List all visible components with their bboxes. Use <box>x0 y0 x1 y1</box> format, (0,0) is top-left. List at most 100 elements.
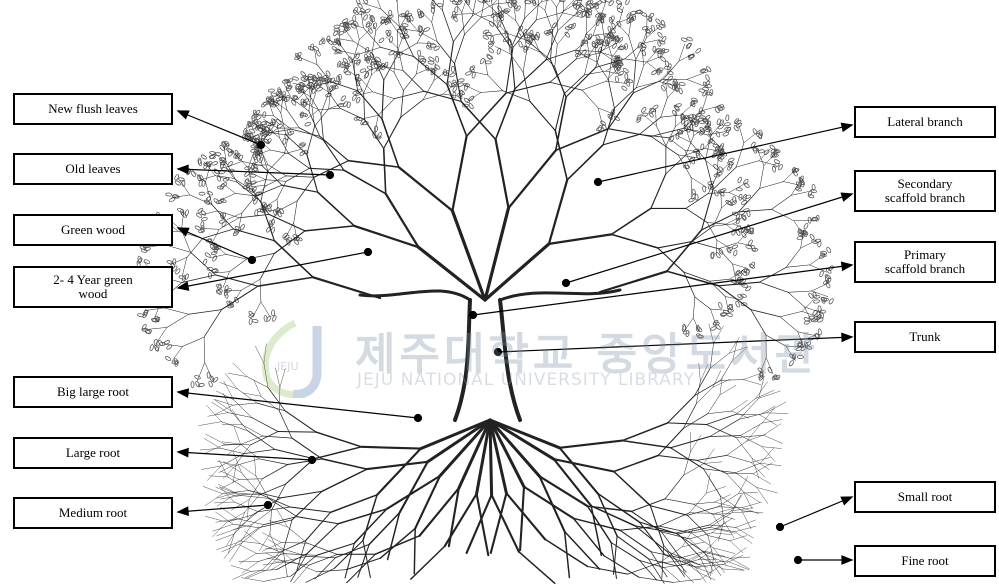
branch <box>375 115 378 133</box>
branch <box>203 229 234 238</box>
leaf <box>145 329 152 333</box>
label-big-large-root: Big large root <box>13 376 173 408</box>
branch <box>457 14 474 15</box>
branch <box>687 79 704 85</box>
root <box>322 459 367 469</box>
branch <box>223 184 235 194</box>
root <box>237 389 256 403</box>
leaf <box>722 132 729 137</box>
branch <box>711 309 726 310</box>
branch <box>282 185 318 192</box>
root <box>712 533 732 535</box>
branch <box>328 92 340 108</box>
root <box>751 458 770 463</box>
branch <box>365 120 384 149</box>
leaf <box>488 42 494 48</box>
leaf <box>737 294 744 299</box>
leaf <box>651 70 658 76</box>
branch <box>455 35 465 64</box>
leaf <box>175 268 181 275</box>
root <box>671 437 710 448</box>
root <box>292 438 322 459</box>
branch <box>294 223 297 240</box>
branch <box>725 297 729 312</box>
root <box>256 552 279 553</box>
branch <box>363 3 381 9</box>
branch <box>401 100 423 118</box>
branch <box>417 43 434 44</box>
branch <box>321 114 324 141</box>
root <box>506 493 545 539</box>
leaf <box>334 25 340 29</box>
pointer-dot <box>563 280 570 287</box>
branch <box>239 213 242 229</box>
root <box>206 434 225 444</box>
branch <box>277 181 286 199</box>
branch <box>318 192 355 226</box>
branch <box>397 31 398 54</box>
leaf <box>207 191 214 196</box>
branch <box>353 62 358 91</box>
root <box>270 510 272 534</box>
leaf <box>177 208 184 213</box>
branch <box>204 337 205 362</box>
root <box>216 534 235 541</box>
branch <box>557 7 558 30</box>
leaf <box>206 161 212 168</box>
branch <box>639 134 668 137</box>
branch <box>398 32 404 49</box>
root <box>262 465 287 479</box>
leaf <box>340 95 346 101</box>
branch <box>576 35 594 50</box>
root <box>614 472 651 506</box>
leaf <box>316 72 322 78</box>
root <box>591 506 601 555</box>
leaf <box>208 272 211 278</box>
branch <box>616 22 629 36</box>
root <box>264 344 266 364</box>
leaf <box>197 208 203 214</box>
pointer-line <box>178 228 252 260</box>
root <box>216 519 238 522</box>
root <box>715 495 731 503</box>
leaf <box>303 98 310 103</box>
branch <box>397 2 399 27</box>
root <box>314 447 362 459</box>
label-primary-scaffold-branch: Primary scaffold branch <box>854 241 996 283</box>
leaf <box>733 196 736 202</box>
leaf <box>822 298 829 302</box>
branch <box>227 161 242 167</box>
branch <box>386 194 419 248</box>
branch <box>148 327 167 329</box>
root <box>213 524 234 531</box>
leaf <box>725 115 729 121</box>
pointer-line <box>178 505 268 512</box>
root <box>704 469 721 496</box>
branch <box>681 105 693 115</box>
leaf <box>191 382 194 388</box>
leaf <box>726 313 733 318</box>
branch <box>253 302 261 317</box>
root <box>222 442 240 444</box>
branch <box>794 220 813 221</box>
branch <box>668 138 685 150</box>
root <box>306 512 331 540</box>
leaf <box>433 46 440 51</box>
branch <box>387 17 397 32</box>
leaf <box>200 154 207 160</box>
branch <box>788 292 804 307</box>
branch <box>788 291 812 292</box>
branch <box>258 277 313 286</box>
root <box>241 578 263 582</box>
leaf <box>184 273 189 280</box>
leaf <box>453 92 456 98</box>
leaf <box>451 66 454 72</box>
branch <box>684 111 702 129</box>
branch <box>555 131 567 180</box>
leaf <box>804 320 811 325</box>
leaf <box>252 319 258 323</box>
leaf <box>204 252 211 258</box>
branch <box>786 248 800 267</box>
root <box>729 338 739 354</box>
branch <box>542 0 559 2</box>
